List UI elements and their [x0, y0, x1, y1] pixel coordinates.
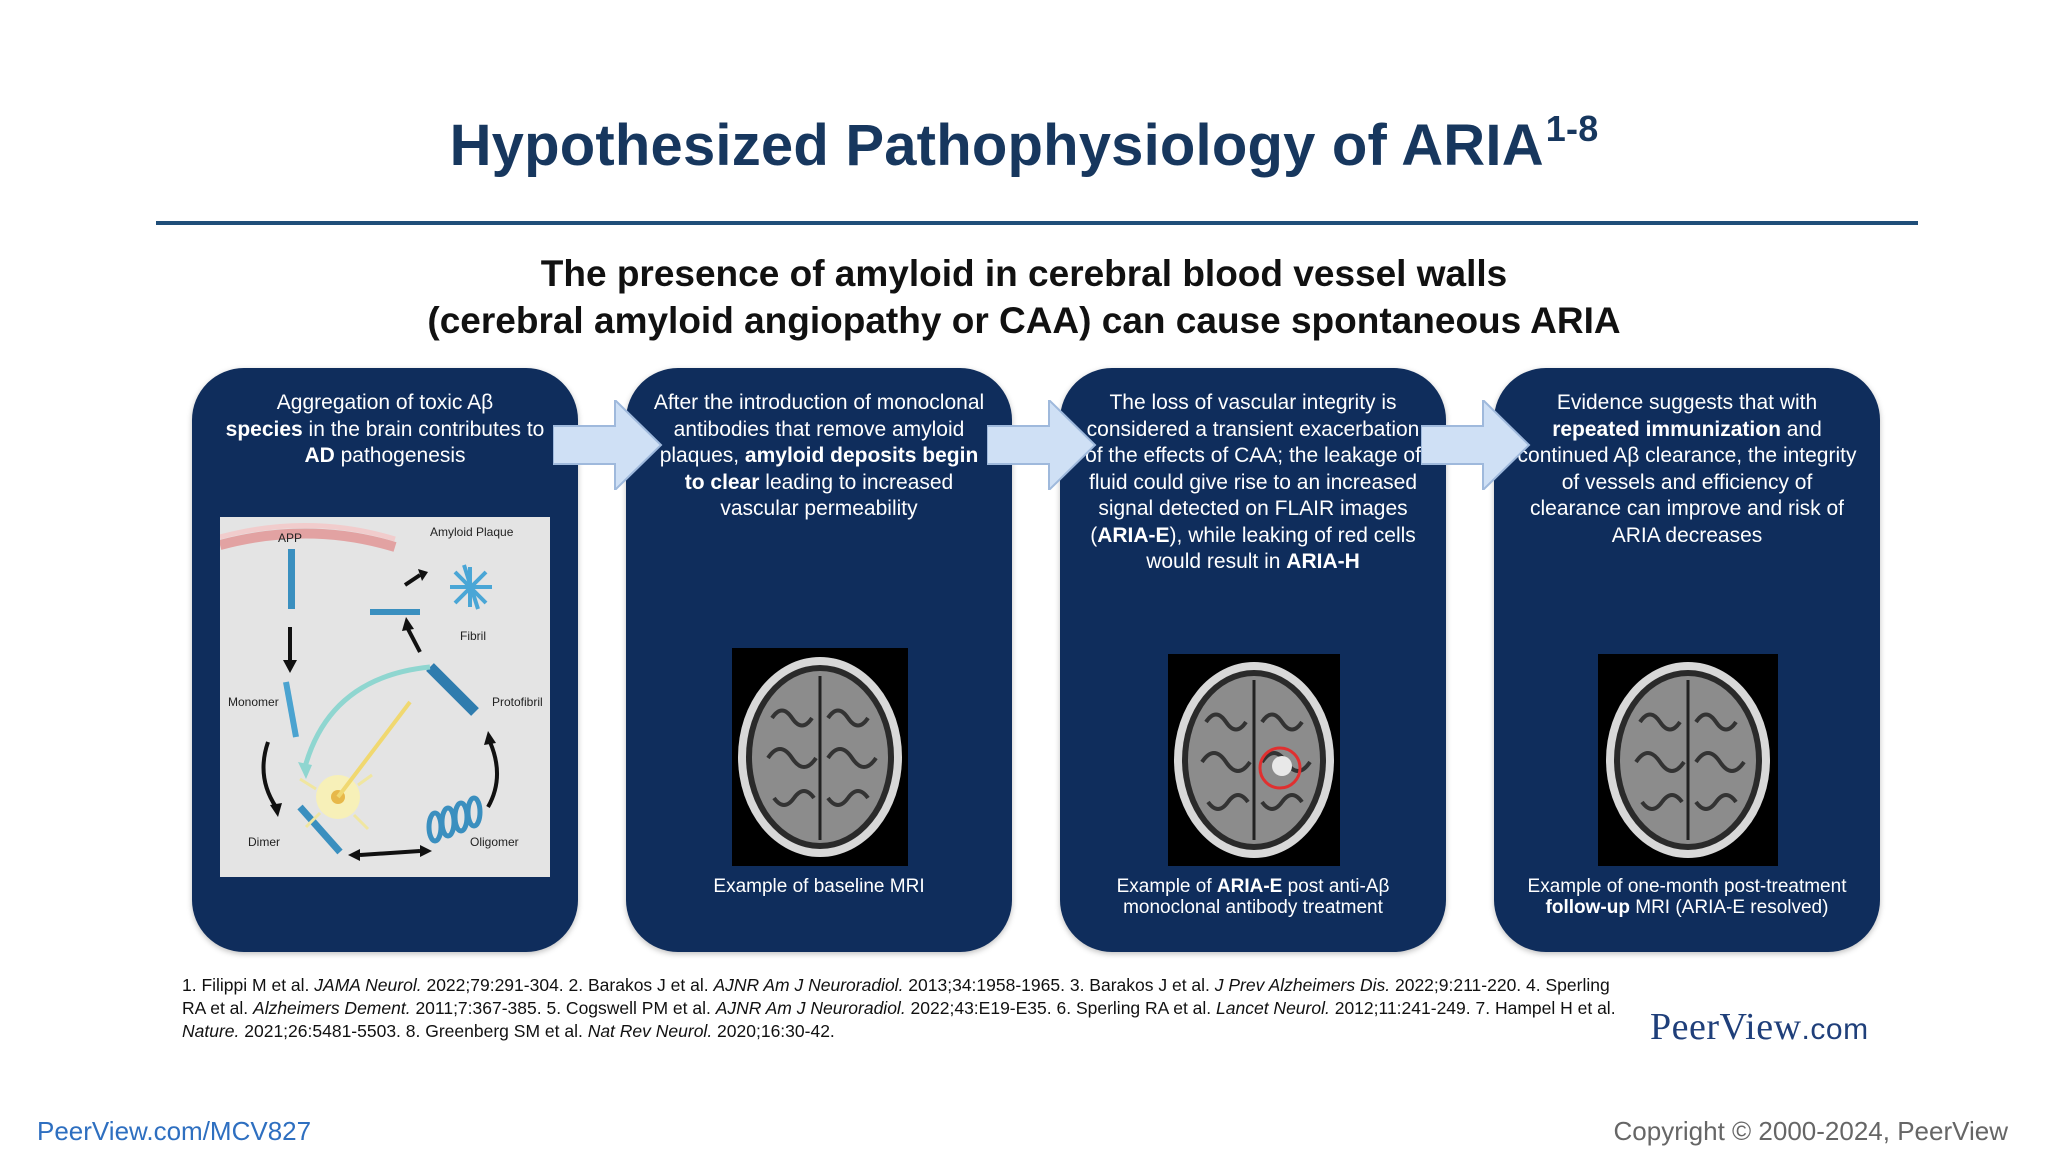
amyloid-cascade-diagram: APP Amyloid Plaque Fibril Monomer Protof…	[218, 517, 550, 877]
mri-scan-graphic	[738, 657, 902, 857]
bold-segment: follow-up	[1545, 897, 1630, 918]
journal-name: Nature.	[182, 1021, 240, 1041]
mri-scan-graphic	[1174, 662, 1334, 858]
aria-e-mri-caption: Example of ARIA-E post anti-Aβ monoclona…	[1070, 876, 1436, 918]
text-segment: Example of one-month post-treatment	[1527, 876, 1847, 897]
label-oligomer: Oligomer	[470, 835, 519, 849]
aria-e-mri-image	[1168, 654, 1340, 866]
text-segment: and continued Aβ clearance, the integrit…	[1517, 417, 1857, 547]
bold-segment: amyloid deposits begin to clear	[684, 444, 979, 494]
logo-name: PeerView	[1650, 1006, 1802, 1048]
text-segment: 2012;11:241-249. 7. Hampel H et al.	[1329, 998, 1616, 1018]
panel-2-text: After the introduction of monoclonal ant…	[648, 390, 990, 523]
cascade-illustration	[218, 523, 500, 861]
subtitle-line-1: The presence of amyloid in cerebral bloo…	[540, 253, 1508, 294]
logo-domain: .com	[1801, 1013, 1869, 1046]
baseline-mri-caption: Example of baseline MRI	[713, 876, 925, 897]
journal-name: Alzheimers Dement.	[253, 998, 411, 1018]
journal-name: JAMA Neurol.	[314, 975, 422, 995]
slide-title-text: Hypothesized Pathophysiology of ARIA	[449, 113, 1544, 178]
panel-1-text: Aggregation of toxic Aβ species in the b…	[214, 390, 556, 470]
flow-arrow-icon	[1421, 400, 1531, 490]
text-segment: 2022;43:E19-E35. 6. Sperling RA et al.	[905, 998, 1217, 1018]
copyright-notice: Copyright © 2000-2024, PeerView	[1613, 1116, 2008, 1146]
title-divider	[156, 221, 1918, 225]
panel-antibody-introduction: After the introduction of monoclonal ant…	[626, 368, 1012, 952]
panel-repeated-immunization: Evidence suggests that with repeated imm…	[1494, 368, 1880, 952]
slide-subtitle: The presence of amyloid in cerebral bloo…	[0, 250, 2048, 344]
bold-segment: repeated immunization	[1552, 417, 1781, 441]
text-segment: Aggregation of toxic Aβ	[276, 391, 494, 414]
text-segment: 2021;26:5481-5503. 8. Greenberg SM et al…	[239, 1021, 588, 1041]
panel-3-text: The loss of vascular integrity is consid…	[1082, 390, 1424, 576]
text-segment: post anti-Aβ monoclonal antibody treatme…	[1123, 876, 1390, 918]
panel-vascular-integrity: The loss of vascular integrity is consid…	[1060, 368, 1446, 952]
flow-arrow-icon	[987, 400, 1097, 490]
slide-title: Hypothesized Pathophysiology of ARIA1-8	[0, 108, 2048, 179]
journal-name: Lancet Neurol.	[1216, 998, 1330, 1018]
references: 1. Filippi M et al. JAMA Neurol. 2022;79…	[182, 974, 1622, 1043]
text-segment: 2022;79:291-304. 2. Barakos J et al.	[421, 975, 714, 995]
label-protofibril: Protofibril	[492, 695, 543, 709]
text-segment: pathogenesis	[334, 444, 466, 467]
label-dimer: Dimer	[248, 835, 280, 849]
label-monomer: Monomer	[228, 695, 279, 709]
text-segment: leading to increased vascular permeabili…	[720, 470, 954, 521]
text-segment: The loss of vascular integrity is consid…	[1085, 391, 1421, 547]
baseline-mri-image	[732, 648, 908, 866]
journal-name: AJNR Am J Neuroradiol.	[713, 975, 904, 995]
text-segment: 2020;16:30-42.	[712, 1021, 835, 1041]
text-segment: Example of	[1116, 876, 1217, 897]
bold-segment: AD	[304, 444, 335, 467]
subtitle-line-2: (cerebral amyloid angiopathy or CAA) can…	[427, 300, 1621, 341]
label-amyloid-plaque: Amyloid Plaque	[430, 525, 514, 539]
bold-segment: ARIA-H	[1286, 550, 1360, 573]
journal-name: J Prev Alzheimers Dis.	[1214, 975, 1391, 995]
footer-link[interactable]: PeerView.com/MCV827	[37, 1116, 312, 1146]
follow-up-mri-caption: Example of one-month post-treatment foll…	[1504, 876, 1870, 918]
text-segment: 2013;34:1958-1965. 3. Barakos J et al.	[903, 975, 1215, 995]
text-segment: ), while leaking of red cells would resu…	[1146, 523, 1416, 574]
peerview-logo: PeerView.com	[1650, 1005, 1869, 1049]
label-fibril: Fibril	[460, 629, 486, 643]
flow-arrow-icon	[553, 400, 663, 490]
title-superscript: 1-8	[1545, 108, 1599, 149]
bold-segment: ARIA-E	[1097, 523, 1170, 547]
journal-name: AJNR Am J Neuroradiol.	[715, 998, 906, 1018]
text-segment: 2022;9:211-220. 4. Sperling RA et al.	[182, 975, 1610, 1018]
text-segment: in the brain contributes to	[302, 417, 545, 441]
text-segment: MRI (ARIA-E resolved)	[1629, 897, 1829, 918]
text-segment: 1. Filippi M et al.	[182, 975, 315, 995]
text-segment: After the introduction of monoclonal ant…	[653, 391, 985, 467]
text-segment: 2011;7:367-385. 5. Cogswell PM et al.	[410, 998, 716, 1018]
mri-scan-graphic	[1606, 662, 1770, 858]
bold-segment: species	[225, 417, 303, 441]
follow-up-mri-image	[1598, 654, 1778, 866]
journal-name: Nat Rev Neurol.	[587, 1021, 713, 1041]
panel-4-text: Evidence suggests that with repeated imm…	[1516, 390, 1858, 549]
bold-segment: ARIA-E	[1216, 876, 1283, 897]
label-app: APP	[278, 531, 303, 545]
text-segment: Evidence suggests that with	[1556, 391, 1818, 414]
